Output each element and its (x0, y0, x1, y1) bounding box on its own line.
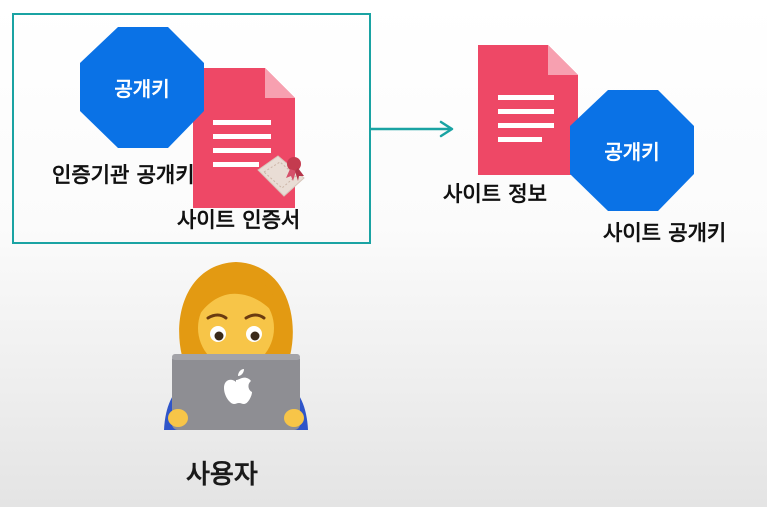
ca-public-key-hexagon-icon (80, 27, 204, 148)
woman-technologist-icon (164, 262, 308, 430)
arrow-right-icon (371, 120, 454, 138)
ca-public-key-hex-text: 공개키 (114, 77, 170, 101)
site-info-label: 사이트 정보 (443, 182, 547, 206)
certificate-label: 사이트 인증서 (177, 208, 301, 232)
site-public-key-label: 사이트 공개키 (603, 221, 727, 245)
certificate-frame (12, 13, 371, 244)
site-info-document-icon (478, 45, 578, 175)
certificate-seal-icon (257, 155, 305, 197)
ca-public-key-label: 인증기관 공개키 (52, 163, 195, 187)
site-public-key-hexagon-icon (570, 90, 694, 211)
site-public-key-hex-text: 공개키 (604, 140, 660, 164)
user-label: 사용자 (186, 460, 258, 490)
